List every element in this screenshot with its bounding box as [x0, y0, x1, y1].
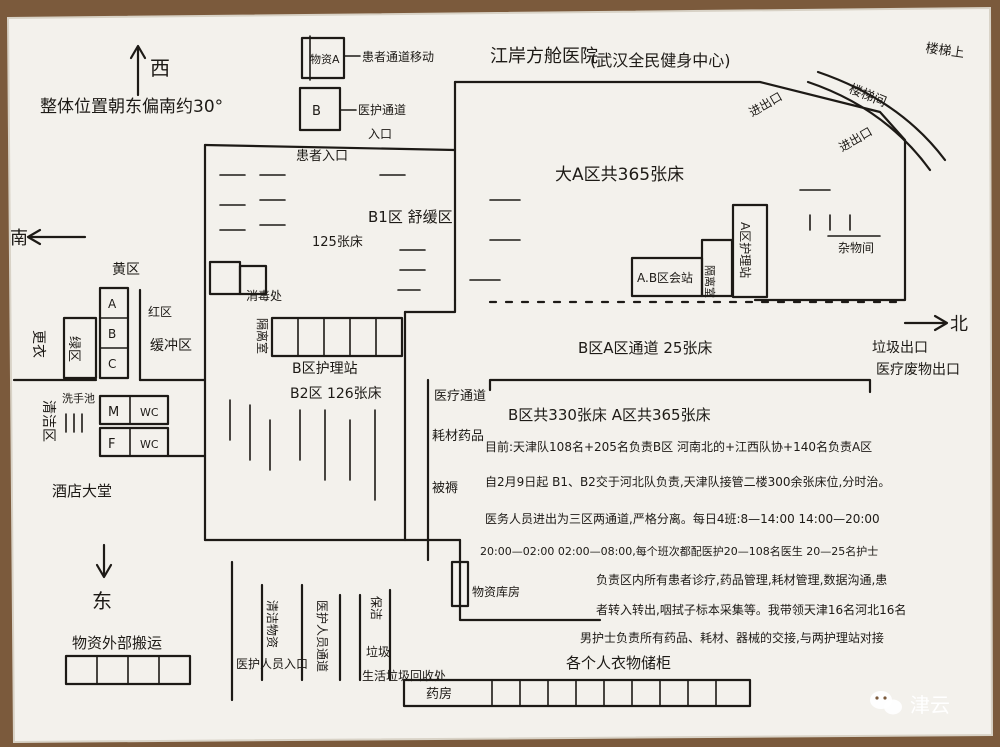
- note-2: 自2月9日起 B1、B2交于河北队负责,天津队接管二楼300余张床位,分时治。: [485, 474, 890, 489]
- note-3: 医务人员进出为三区两通道,严格分离。每日4班:8—14:00 14:00—20:…: [485, 511, 880, 526]
- a-station-box: [731, 203, 769, 299]
- wc-f-label: F: [108, 437, 115, 452]
- big-a-outline: [453, 80, 907, 302]
- left-unit-label: 消毒处: [246, 289, 282, 303]
- bedding-label: 被褥: [432, 481, 458, 496]
- medical-waste-label: 医疗废物出口: [876, 362, 960, 378]
- supplies-label: 耗材药品: [432, 429, 484, 444]
- wc-m-box: [98, 394, 170, 426]
- site-subtitle: (武汉全民健身中心): [590, 51, 731, 70]
- note-6: 者转入转出,咽拭子标本采集等。我带领天津16名河北16名: [596, 602, 906, 617]
- south-arrow: [26, 228, 87, 246]
- clothing-label: 各个人衣物储柜: [566, 654, 671, 672]
- storage-room-label: 物资库房: [472, 584, 520, 599]
- wash-basins: [65, 413, 83, 433]
- change-box-2: [238, 264, 268, 296]
- wc-m-wc: WC: [140, 406, 159, 419]
- row-a-label: A: [108, 297, 117, 311]
- north-label: 北: [950, 314, 968, 335]
- b2-outline: [203, 310, 462, 542]
- wc-m-label: M: [108, 405, 119, 420]
- site-name: 江岸方舱医院: [490, 46, 598, 67]
- wash-label: 洗手池: [62, 391, 95, 405]
- red-zone-label: 红区: [148, 304, 172, 319]
- m-channel-label: 医护人员通道: [315, 600, 329, 672]
- box-b-note2: 入口: [368, 127, 392, 141]
- b1-beds: [219, 174, 426, 291]
- stairs-curve-1: [816, 70, 947, 162]
- left-corridor: [138, 260, 207, 542]
- box-b: [298, 86, 342, 132]
- clothing-lockers: [402, 678, 752, 708]
- big-a-label: 大A区共365张床: [555, 165, 684, 185]
- bottom-channels: [230, 560, 392, 702]
- yellow-zone-box: [98, 286, 130, 380]
- east-label: 东: [92, 589, 112, 613]
- cleaning-label: 保洁: [369, 596, 383, 620]
- clean-supplies-label: 清洁物资: [265, 600, 279, 648]
- ab-side-label: 隔离室: [703, 265, 717, 298]
- south-label: 南: [10, 228, 28, 249]
- bed-room-label: 杂物间: [838, 241, 874, 255]
- b2-beds: [229, 399, 376, 501]
- top-right-note: 楼梯上: [924, 41, 965, 61]
- big-a-beds: [469, 189, 851, 281]
- wc-f-box: [98, 426, 170, 458]
- box-b-label: B: [312, 104, 321, 119]
- pharmacy-label: 药房: [426, 686, 452, 702]
- box-b-note1: 医护通道: [358, 103, 406, 117]
- row-b-label: B: [108, 327, 116, 341]
- note-5: 负责区内所有患者诊疗,药品管理,耗材管理,数据沟通,患: [596, 572, 887, 587]
- locker-dividers: [491, 679, 717, 707]
- wc-f-wc: WC: [140, 438, 159, 451]
- a-station-label: A区护理站: [738, 222, 752, 278]
- stairs-curve-2: [806, 80, 932, 172]
- east-arrow: [95, 543, 113, 579]
- note-7: 男护士负责所有药品、耗材、器械的交接,与两护理站对接: [580, 630, 884, 645]
- west-arrow: [129, 44, 147, 97]
- aisle-label: B区A区通道 25张床: [578, 339, 712, 357]
- b1-region-outline: [203, 143, 457, 314]
- storage-outline: [458, 538, 602, 622]
- note-4: 20:00—02:00 02:00—08:00,每个班次都配医护20—108名医…: [480, 544, 878, 558]
- yellow-zone-label: 黄区: [112, 261, 140, 278]
- hotel-label: 酒店大堂: [52, 482, 112, 500]
- clean-zone-label: 清洁区: [40, 400, 56, 442]
- patient-entrance: 患者入口: [296, 149, 348, 164]
- note-1: 目前:天津队108名+205名负责B区 河南北的+江西队协+140名负责A区: [485, 439, 872, 454]
- box-a-note: 患者通道移动: [362, 50, 434, 64]
- medical-corridor-label: 医疗通道: [434, 389, 486, 404]
- buffer-zone-label: 缓冲区: [150, 338, 192, 354]
- orientation-note: 整体位置朝东偏南约30°: [40, 97, 223, 117]
- green-zone-box: [62, 316, 98, 380]
- box-a-label: 物资A: [310, 52, 340, 66]
- supply-bar-label: 物资外部搬运: [72, 634, 162, 652]
- b-station-box: [270, 316, 404, 358]
- green-zone-label: 绿区: [66, 336, 81, 362]
- box-a: [300, 35, 346, 81]
- row-c-label: C: [108, 357, 116, 371]
- b2-label: B2区 126张床: [290, 386, 382, 402]
- b1-label: B1区 舒缓区: [368, 208, 453, 226]
- paper-edge: [6, 6, 994, 744]
- changing-label: 更衣: [30, 330, 46, 358]
- watermark-brand: 津云: [910, 693, 950, 717]
- wechat-watermark: 津云: [870, 691, 950, 717]
- b-summary: B区共330张床 A区共365张床: [508, 406, 711, 424]
- west-label: 西: [150, 56, 170, 80]
- garbage-exit-label: 垃圾出口: [872, 340, 928, 356]
- garbage-label: 垃圾: [366, 644, 390, 659]
- med-channel-label: 医护人员入口: [236, 657, 308, 671]
- ab-station-label: A.B区会站: [637, 271, 693, 285]
- aisle-bottom-line: [488, 378, 872, 394]
- quarantine-label: 隔离室: [255, 318, 270, 354]
- paper-sheet: [8, 8, 992, 742]
- b-station-label: B区护理站: [292, 361, 358, 377]
- north-arrow: [903, 314, 949, 332]
- b1-beds-label: 125张床: [312, 235, 363, 250]
